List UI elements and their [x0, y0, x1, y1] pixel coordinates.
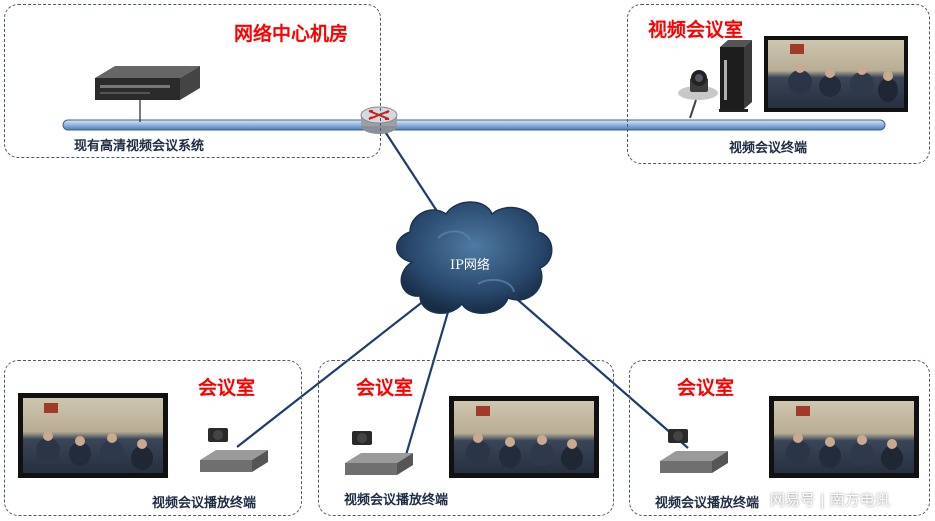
video-terminal-label: 视频会议终端: [729, 141, 808, 156]
video-room-title: 视频会议室: [648, 19, 744, 41]
ip-network-cloud-icon: [396, 201, 553, 314]
room1-zone: [4, 360, 302, 516]
room1-terminal-label: 视频会议播放终端: [152, 496, 257, 511]
room3-terminal-label: 视频会议播放终端: [655, 496, 760, 511]
room3-screen-icon: [769, 396, 919, 478]
room1-screen-icon: [18, 393, 168, 478]
codec-terminal-icon: [719, 40, 752, 112]
meeting-screen-icon: [764, 36, 908, 112]
room2-title: 会议室: [356, 377, 414, 399]
room2-terminal-label: 视频会议播放终端: [344, 493, 449, 508]
datacenter-zone: [4, 4, 381, 158]
system-label: 现有高清视频会议系统: [74, 139, 205, 154]
network-bus: [62, 119, 886, 131]
watermark: 网易号 | 南方电讯: [770, 491, 890, 509]
video-room-zone: [627, 4, 930, 164]
room3-title: 会议室: [677, 377, 735, 399]
datacenter-title: 网络中心机房: [234, 23, 349, 45]
room3-player-icon: [660, 429, 728, 473]
ip-network-label: IP网络: [450, 258, 490, 273]
link-cloud-room2: [404, 311, 450, 456]
link-cloud-room3: [517, 299, 689, 449]
room3-zone: [629, 360, 930, 516]
room2-zone: [318, 360, 614, 516]
room1-title: 会议室: [198, 377, 256, 399]
room2-screen-icon: [449, 396, 599, 478]
server-icon: [95, 66, 200, 122]
conference-camera-icon: [678, 70, 718, 119]
router-icon: [360, 106, 398, 134]
room1-player-icon: [200, 428, 268, 472]
room2-player-icon: [345, 431, 413, 475]
